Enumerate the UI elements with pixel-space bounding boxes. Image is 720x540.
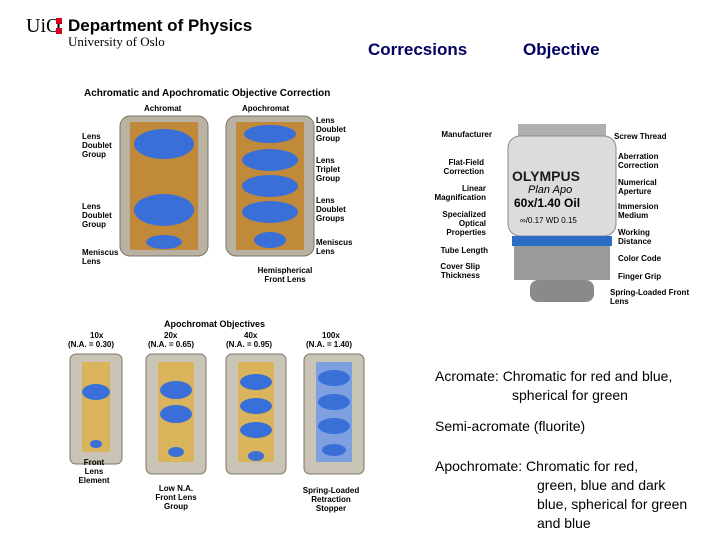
label-specialized-optical: Specialized Optical Properties bbox=[442, 210, 486, 237]
objective-na-40x: (N.A. = 0.95) bbox=[226, 340, 273, 349]
label-manufacturer: Manufacturer bbox=[441, 130, 492, 139]
label-finger-grip: Finger Grip bbox=[618, 272, 662, 281]
apochromate-line-1: Apochromate: Chromatic for red, bbox=[435, 458, 639, 474]
label-spring-loaded: Spring-Loaded Front Lens bbox=[610, 288, 690, 306]
slide-title-corrections: Correcsions bbox=[368, 40, 468, 59]
apochromat-objectives-figure: Apochromat Objectives 10x (N.A. = 0.30) … bbox=[64, 318, 374, 518]
label-linear-mag: Linear Magnification bbox=[434, 184, 486, 202]
objective-na-10x: (N.A. = 0.30) bbox=[68, 340, 115, 349]
objective-cross-section-illustration bbox=[119, 115, 315, 257]
label-cover-slip: Cover Slip Thickness bbox=[440, 262, 480, 280]
objective-labeled-figure: OLYMPUS Plan Apo 60x/1.40 Oil ∞/0.17 WD … bbox=[428, 118, 710, 308]
achromat-label: Achromat bbox=[144, 104, 182, 113]
semi-acromate: Semi-acromate (fluorite) bbox=[435, 418, 586, 434]
low-na-front-lens-label: Low N.A. Front Lens Group bbox=[155, 484, 197, 511]
apochromate-line-4: and blue bbox=[537, 515, 591, 531]
objective-mag-10x: 10x bbox=[90, 331, 104, 340]
front-lens-element-label: Front Lens Element bbox=[78, 458, 110, 485]
label-immersion: Immersion Medium bbox=[618, 202, 659, 220]
label-color-code: Color Code bbox=[618, 254, 662, 263]
achromat-label-2: Lens Doublet Group bbox=[82, 202, 112, 229]
apochromat-label: Apochromat bbox=[242, 104, 290, 113]
achromat-label-3: Meniscus Lens bbox=[82, 248, 119, 266]
objective-mag-100x: 100x bbox=[322, 331, 340, 340]
apochromate-line-3: blue, spherical for green bbox=[537, 496, 688, 512]
label-aberration: Aberration Correction bbox=[618, 152, 659, 170]
spring-loaded-stopper-label: Spring-Loaded Retraction Stopper bbox=[302, 486, 360, 513]
apochromat-label-1: Lens Doublet Group bbox=[316, 116, 346, 143]
hemispherical-label: Hemispherical Front Lens bbox=[257, 266, 313, 284]
label-numerical-aperture: Numerical Aperture bbox=[618, 178, 657, 196]
label-tube-length: Tube Length bbox=[440, 246, 488, 255]
apochromat-objectives-illustration bbox=[69, 353, 365, 475]
lens-text-plan-apo: Plan Apo bbox=[528, 184, 573, 196]
apochromat-label-3: Lens Doublet Groups bbox=[316, 196, 346, 223]
label-screw-thread: Screw Thread bbox=[614, 132, 667, 141]
department-name: Department of Physics bbox=[68, 16, 253, 35]
objective-mag-40x: 40x bbox=[244, 331, 258, 340]
lens-text-tube: ∞/0.17 WD 0.15 bbox=[520, 216, 577, 225]
label-working-distance: Working Distance bbox=[618, 228, 652, 246]
olympus-brand: OLYMPUS bbox=[512, 168, 580, 184]
acromate-line-1: Acromate: Chromatic for red and blue, bbox=[435, 368, 673, 384]
uio-logo: UiO bbox=[26, 15, 61, 37]
objective-na-100x: (N.A. = 1.40) bbox=[306, 340, 353, 349]
achromat-label-1: Lens Doublet Group bbox=[82, 132, 112, 159]
university-name: University of Oslo bbox=[68, 34, 165, 49]
apochromate-line-2: green, blue and dark bbox=[537, 477, 666, 493]
label-flat-field: Flat-Field Correction bbox=[443, 158, 484, 176]
olympus-objective-illustration bbox=[507, 124, 617, 302]
objective-mag-20x: 20x bbox=[164, 331, 178, 340]
lens-text-magnification: 60x/1.40 Oil bbox=[514, 196, 581, 210]
apochromat-figure-title: Apochromat Objectives bbox=[164, 319, 266, 329]
objective-na-20x: (N.A. = 0.65) bbox=[148, 340, 195, 349]
uio-logo-mark bbox=[56, 18, 62, 34]
apochromat-label-4: Meniscus Lens bbox=[316, 238, 353, 256]
slide-title-objective: Objective bbox=[523, 40, 600, 59]
acromate-line-2: spherical for green bbox=[512, 387, 628, 403]
figure-title: Achromatic and Apochromatic Objective Co… bbox=[84, 88, 331, 99]
achromat-apochromat-figure: Achromatic and Apochromatic Objective Co… bbox=[80, 86, 355, 296]
apochromat-label-2: Lens Triplet Group bbox=[316, 156, 341, 183]
